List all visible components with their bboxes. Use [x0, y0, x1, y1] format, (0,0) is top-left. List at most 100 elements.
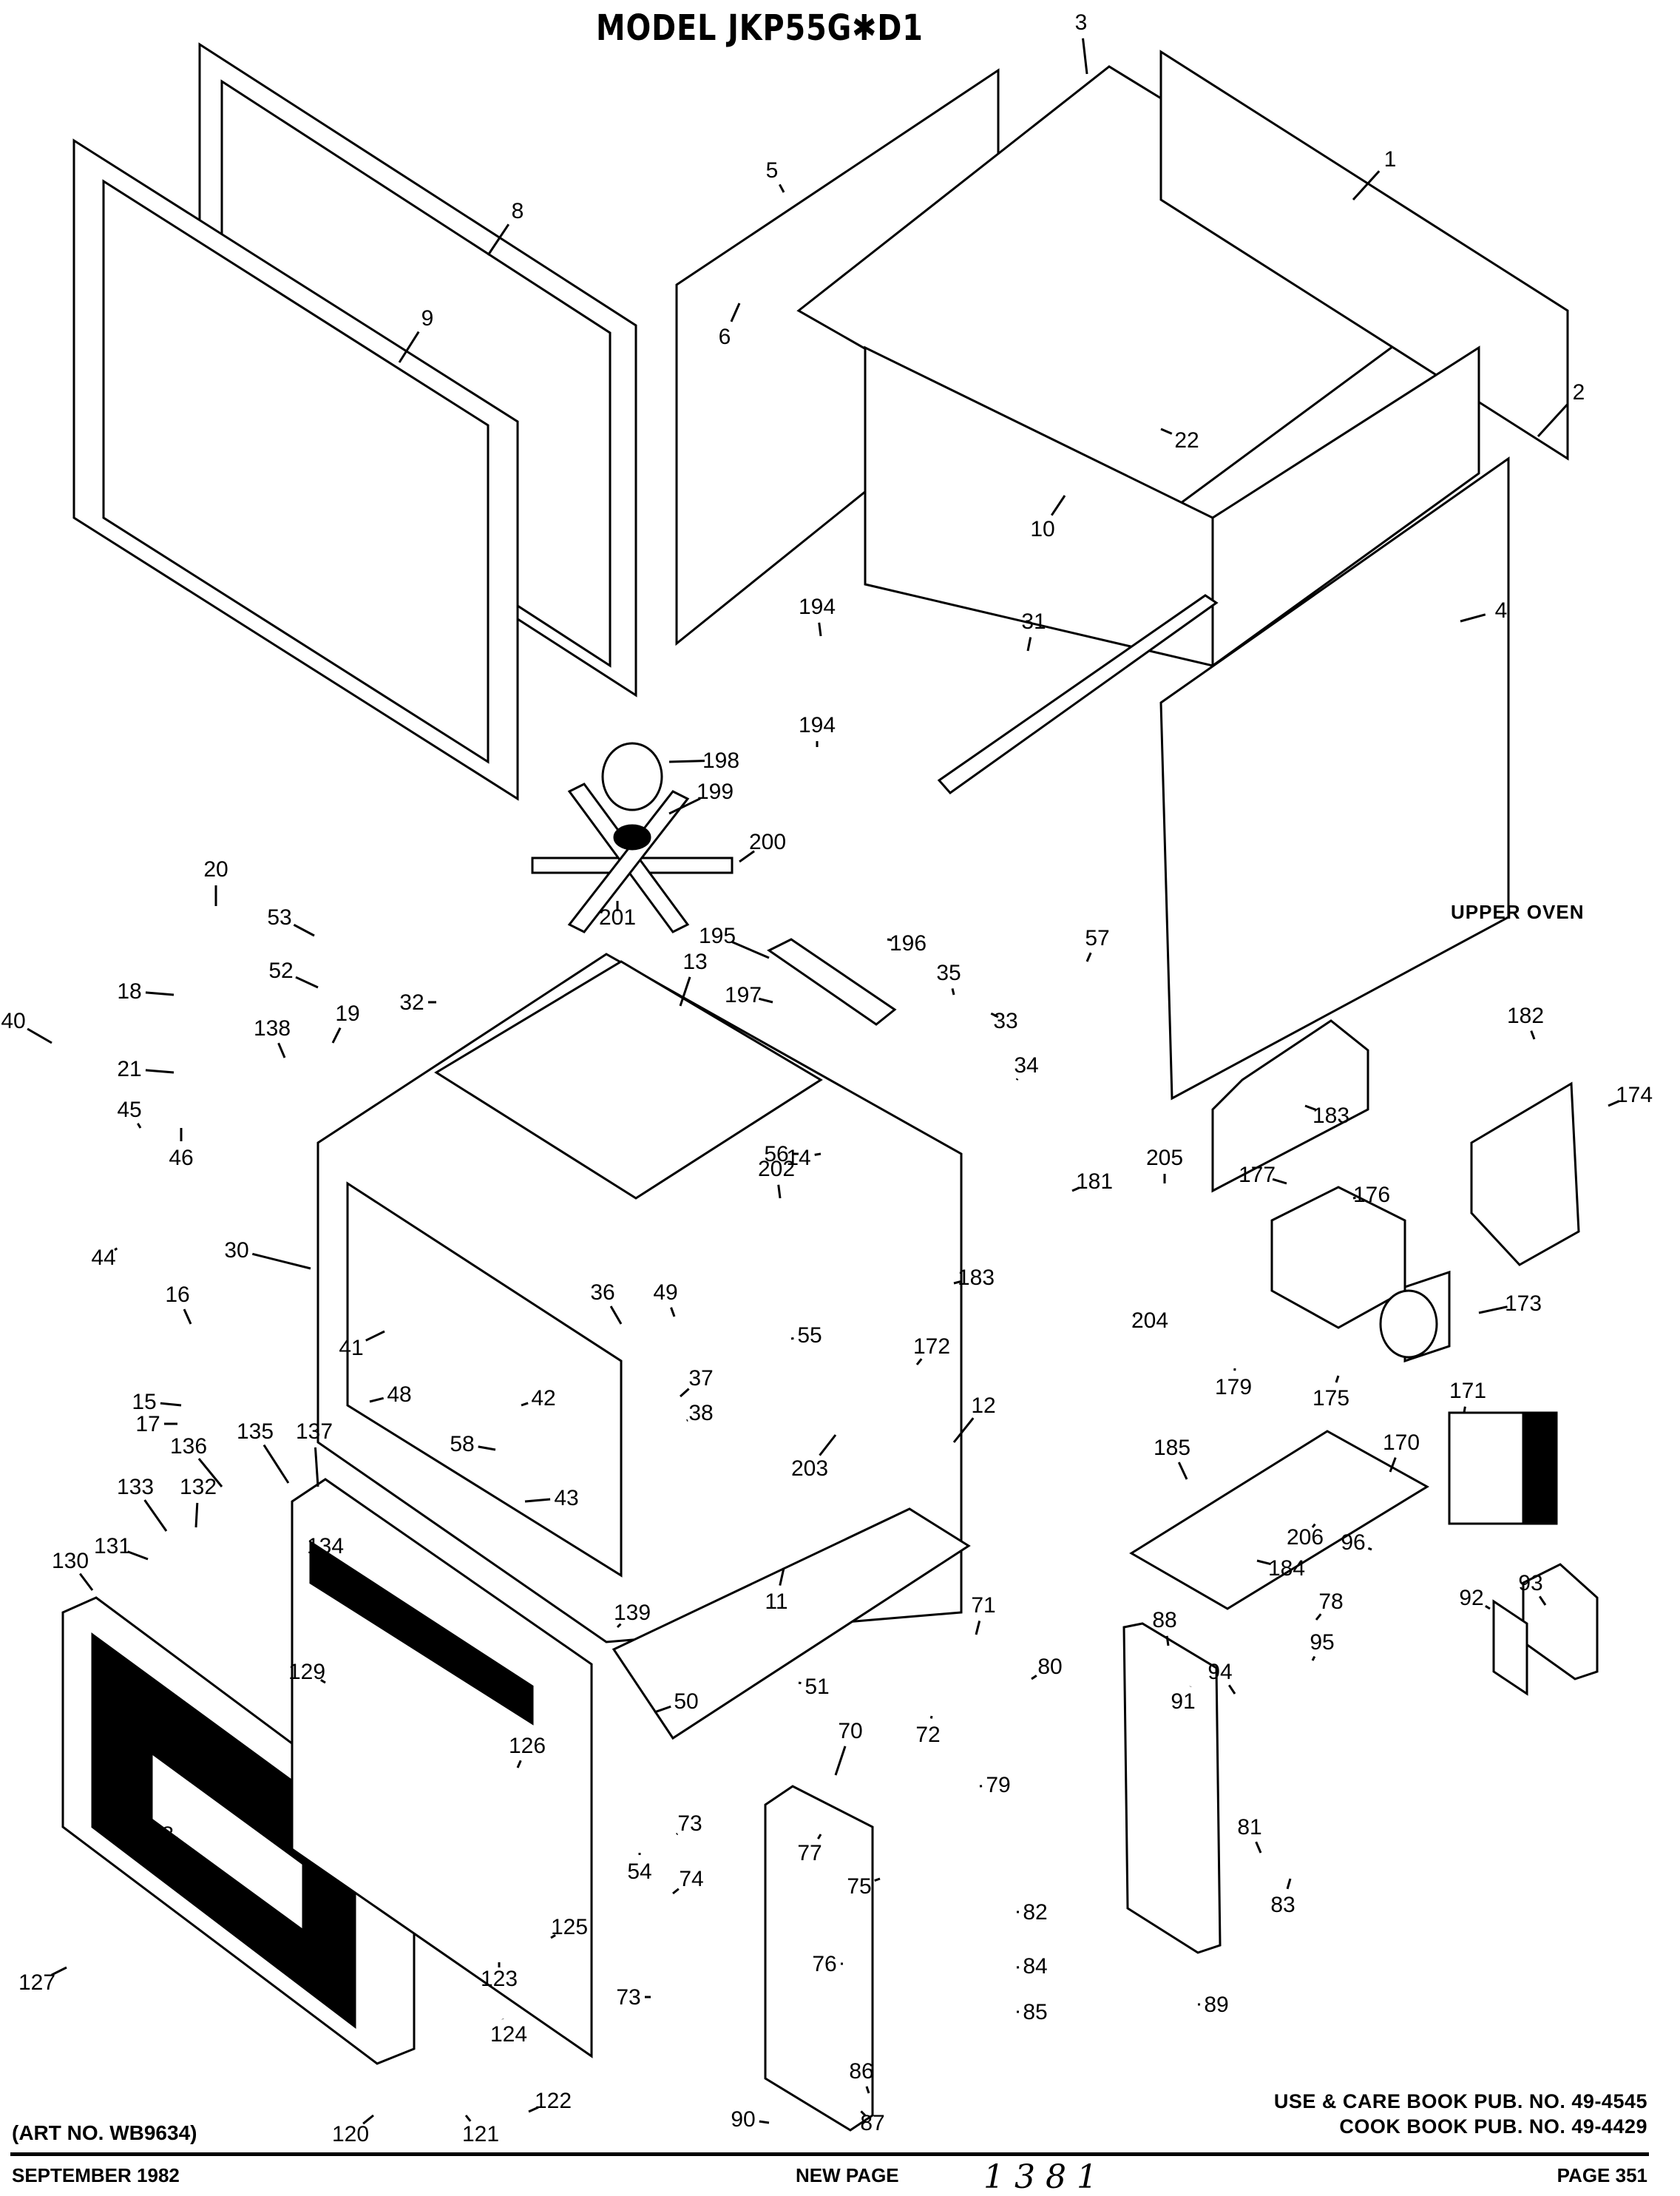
callout-label-93: 93 [1518, 1571, 1542, 1595]
leader-line-138 [279, 1043, 285, 1058]
leader-line-96 [1368, 1548, 1372, 1550]
callout-label-90: 90 [731, 2107, 755, 2132]
leader-line-75 [875, 1879, 880, 1881]
callout-label-94: 94 [1208, 1660, 1232, 1684]
section-label: UPPER OVEN [1451, 901, 1585, 924]
callout-label-196: 196 [890, 931, 927, 956]
callout-label-121: 121 [462, 2122, 499, 2146]
callout-label-83: 83 [1270, 1893, 1295, 1917]
leader-line-171 [1464, 1407, 1465, 1413]
leader-line-16 [184, 1309, 191, 1324]
callout-label-74: 74 [679, 1867, 703, 1891]
callout-label-198: 198 [702, 749, 739, 773]
callout-label-5: 5 [766, 158, 779, 183]
leader-line-30 [252, 1254, 311, 1268]
callout-label-32: 32 [399, 990, 424, 1015]
callout-label-2: 2 [1573, 380, 1585, 405]
callout-label-37: 37 [688, 1366, 713, 1391]
callout-label-18: 18 [117, 979, 141, 1004]
callout-label-48: 48 [387, 1382, 411, 1407]
callout-label-31: 31 [1021, 609, 1046, 634]
callout-label-8: 8 [512, 199, 524, 223]
leader-line-83 [1287, 1879, 1290, 1889]
callout-label-170: 170 [1383, 1430, 1420, 1455]
leader-line-78 [1316, 1614, 1321, 1620]
callout-label-92: 92 [1459, 1586, 1483, 1610]
callout-label-41: 41 [339, 1336, 363, 1360]
callout-label-72: 72 [915, 1723, 940, 1747]
leader-line-21 [146, 1070, 174, 1072]
leader-line-72 [931, 1716, 932, 1718]
callout-label-185: 185 [1154, 1436, 1190, 1460]
callout-label-174: 174 [1616, 1083, 1653, 1107]
callout-label-78: 78 [1318, 1589, 1343, 1614]
part-92-plate [1494, 1601, 1527, 1694]
callout-label-182: 182 [1507, 1004, 1544, 1028]
callout-label-73b: 73 [616, 1985, 640, 2010]
leader-line-194a [819, 623, 821, 636]
callout-label-3: 3 [1075, 10, 1088, 35]
callout-label-21: 21 [117, 1057, 141, 1081]
callout-label-96: 96 [1341, 1530, 1365, 1555]
callout-label-139: 139 [614, 1601, 651, 1625]
callout-label-204: 204 [1131, 1308, 1168, 1333]
leader-line-70 [836, 1746, 845, 1775]
callout-label-183b: 183 [958, 1266, 995, 1290]
callout-label-36: 36 [590, 1280, 614, 1305]
callout-label-45: 45 [117, 1098, 141, 1122]
callout-label-194b: 194 [799, 713, 836, 737]
callout-label-15: 15 [132, 1390, 156, 1414]
callout-label-136: 136 [170, 1434, 207, 1459]
callout-label-130: 130 [52, 1549, 89, 1573]
cook-book-publication: COOK BOOK PUB. NO. 49-4429 [1339, 2115, 1647, 2138]
leader-line-38 [687, 1420, 688, 1421]
callout-label-128: 128 [137, 1822, 174, 1847]
leader-line-71 [976, 1621, 980, 1635]
leader-line-35 [952, 988, 954, 995]
callout-label-4: 4 [1495, 598, 1508, 623]
callout-label-125: 125 [551, 1915, 588, 1939]
callout-label-77: 77 [797, 1841, 822, 1865]
callout-label-177: 177 [1239, 1163, 1276, 1187]
callout-label-46: 46 [169, 1146, 193, 1170]
part-195-capacitor [769, 939, 895, 1024]
leader-line-195 [732, 942, 769, 958]
callout-label-181: 181 [1076, 1169, 1113, 1194]
callout-label-124: 124 [490, 2022, 527, 2047]
leader-line-133 [145, 1500, 166, 1531]
page-number: PAGE 351 [1557, 2164, 1647, 2187]
callout-label-199: 199 [697, 780, 734, 804]
callout-label-202: 202 [758, 1157, 795, 1181]
part-shapes [63, 44, 1597, 2130]
leader-line-182 [1531, 1031, 1534, 1039]
leader-line-135 [264, 1445, 288, 1483]
callout-label-171: 171 [1449, 1379, 1486, 1403]
leader-line-15 [160, 1403, 181, 1405]
callout-label-80: 80 [1037, 1655, 1062, 1679]
callout-label-12: 12 [971, 1393, 995, 1418]
callout-label-200: 200 [749, 830, 786, 854]
leader-line-45 [138, 1124, 140, 1128]
leader-line-74 [673, 1889, 679, 1893]
callout-label-51: 51 [805, 1675, 829, 1699]
leader-line-40 [27, 1029, 52, 1043]
callout-label-133: 133 [117, 1475, 154, 1499]
leader-line-53 [294, 925, 314, 936]
leader-line-88 [1167, 1636, 1168, 1646]
callout-label-135: 135 [237, 1419, 274, 1444]
callout-label-88: 88 [1152, 1608, 1176, 1632]
leader-line-95 [1312, 1657, 1315, 1660]
callout-label-176: 176 [1353, 1183, 1390, 1207]
leader-line-14 [815, 1154, 821, 1155]
use-care-publication: USE & CARE BOOK PUB. NO. 49-4545 [1274, 2090, 1647, 2113]
leader-line-31 [1028, 638, 1031, 651]
callout-label-38: 38 [688, 1401, 713, 1425]
leader-line-132 [196, 1503, 197, 1527]
leader-line-198 [669, 761, 705, 762]
part-199-washer [614, 825, 650, 849]
callout-label-197: 197 [725, 983, 762, 1007]
leader-line-52 [296, 977, 318, 987]
callout-label-205: 205 [1146, 1146, 1183, 1170]
leader-line-175 [1336, 1376, 1338, 1382]
